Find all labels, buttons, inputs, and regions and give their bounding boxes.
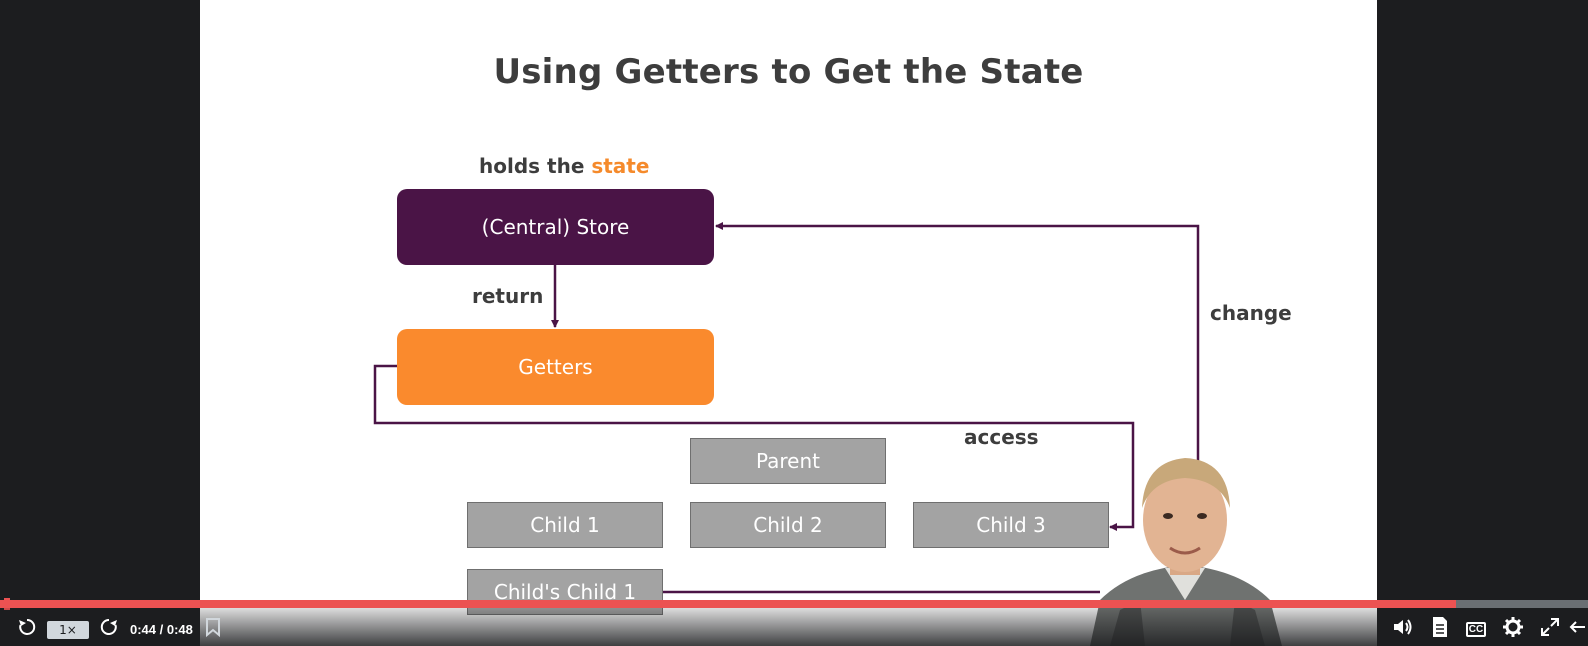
progress-fill: [0, 600, 1456, 608]
bookmark-icon[interactable]: [200, 614, 226, 640]
time-display: 0:44 / 0:48: [130, 622, 193, 637]
slide-title: Using Getters to Get the State: [493, 52, 1084, 92]
getters-box: Getters: [397, 329, 714, 405]
transcript-icon[interactable]: [1427, 614, 1453, 640]
child-1-box: Child 1: [467, 502, 663, 548]
holds-state-label: holds the state: [479, 154, 649, 178]
central-store-box: (Central) Store: [397, 189, 714, 265]
expand-icon[interactable]: [1564, 614, 1588, 640]
change-label: change: [1210, 301, 1292, 325]
child-3-box: Child 3: [913, 502, 1109, 548]
child-2-label: Child 2: [753, 513, 823, 537]
access-arrow: [373, 364, 1135, 531]
holds-text: holds the: [479, 154, 592, 178]
lecture-slide: Using Getters to Get the State holds the…: [200, 0, 1377, 646]
progress-start-handle[interactable]: [4, 598, 10, 610]
change-arrow: [715, 222, 1200, 470]
return-label: return: [472, 284, 544, 308]
child-3-label: Child 3: [976, 513, 1046, 537]
progress-bar[interactable]: [0, 598, 1588, 610]
parent-box: Parent: [690, 438, 886, 484]
volume-icon[interactable]: [1390, 614, 1416, 640]
child-1-label: Child 1: [530, 513, 600, 537]
player-controls: 1× 0:44 / 0:48 CC: [0, 608, 1588, 646]
store-label: (Central) Store: [481, 215, 630, 239]
fullscreen-icon[interactable]: [1537, 614, 1563, 640]
diagram-connectors: [373, 222, 1200, 594]
forward-icon[interactable]: [96, 614, 122, 640]
child-2-box: Child 2: [690, 502, 886, 548]
parent-label: Parent: [755, 449, 821, 473]
rewind-icon[interactable]: [14, 614, 40, 640]
access-label: access: [964, 425, 1039, 449]
captions-icon[interactable]: CC: [1466, 622, 1486, 637]
settings-icon[interactable]: [1500, 614, 1526, 640]
state-word: state: [591, 154, 650, 178]
playback-speed-button[interactable]: 1×: [47, 621, 89, 639]
getters-label: Getters: [518, 355, 593, 379]
